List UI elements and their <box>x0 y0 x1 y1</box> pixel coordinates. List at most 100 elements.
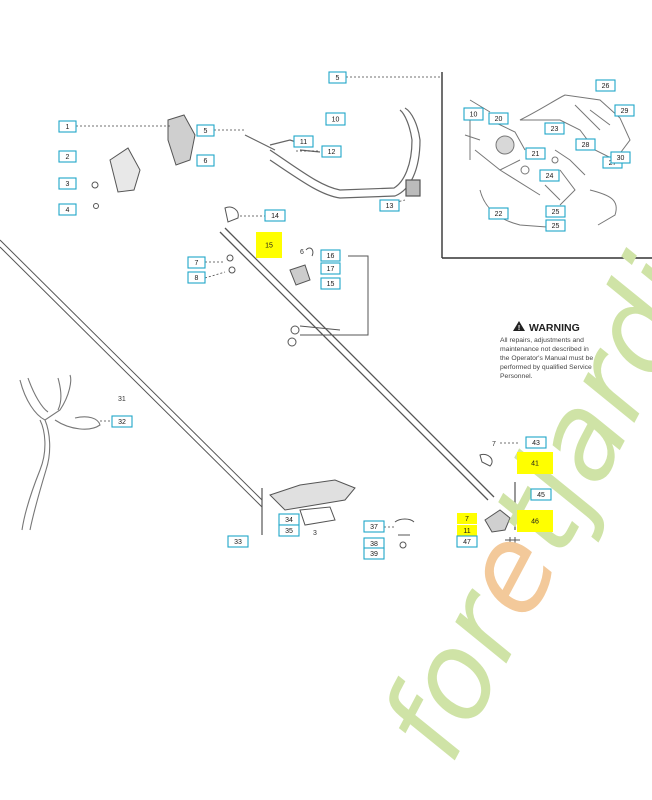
callout-box <box>256 232 282 258</box>
callout-label: 39 <box>370 551 378 558</box>
callout-label: 1 <box>66 124 70 131</box>
callout-box <box>58 177 77 190</box>
callout-box <box>530 488 552 501</box>
part-callout: 24 <box>539 169 560 182</box>
callout-box <box>196 124 215 137</box>
part-callout: 5 <box>328 71 347 84</box>
callout-label: 12 <box>328 149 336 156</box>
callout-label: 24 <box>546 173 554 180</box>
callout-box <box>457 513 477 524</box>
warning-line: the Operator's Manual must be <box>500 355 593 362</box>
drive-shaft <box>0 227 495 508</box>
callout-label: 7 <box>195 260 199 267</box>
callout-label: 22 <box>495 211 503 218</box>
warning-title: WARNING <box>529 322 580 334</box>
callout-label: 13 <box>386 203 394 210</box>
part-callout: 13 <box>379 199 400 212</box>
part-callout: 30 <box>610 151 631 164</box>
callout-label: 10 <box>470 112 478 119</box>
callout-label: 43 <box>532 440 540 447</box>
callout-label: 28 <box>582 142 590 149</box>
shield-assembly-sketch <box>261 453 520 549</box>
callout-label: 46 <box>531 519 539 526</box>
free-labels: 31 6 7 3 <box>118 249 496 537</box>
part-callout: 47 <box>456 535 478 548</box>
callout-label: 26 <box>602 83 610 90</box>
callout-box <box>539 169 560 182</box>
part-callout: 15 <box>320 277 341 290</box>
part-callout: 7 <box>457 513 477 524</box>
part-callout: 37 <box>363 520 385 533</box>
part-callout: 21 <box>525 147 546 160</box>
part-callout: 35 <box>278 524 300 537</box>
part-callout: 33 <box>227 535 249 548</box>
part-callout: 7 <box>187 256 206 269</box>
callout-box <box>595 79 616 92</box>
callout-label: 33 <box>234 539 242 546</box>
part-callout: 14 <box>264 209 286 222</box>
callout-label: 20 <box>495 116 503 123</box>
callout-box <box>456 535 478 548</box>
callout-box <box>525 436 547 449</box>
callout-box <box>58 120 77 133</box>
callout-box <box>517 510 553 532</box>
callout-label: 3 <box>66 181 70 188</box>
callout-box <box>614 104 635 117</box>
callout-box <box>545 205 566 218</box>
free-label: 7 <box>492 441 496 448</box>
callout-label: 32 <box>118 419 126 426</box>
part-callout: 26 <box>595 79 616 92</box>
callout-box <box>457 525 477 536</box>
part-callout: 11 <box>457 525 477 536</box>
callout-label: 11 <box>463 528 470 535</box>
callout-label: 38 <box>370 541 378 548</box>
callout-label: 16 <box>327 253 335 260</box>
callout-label: 37 <box>370 524 378 531</box>
warning-notice: ! WARNING All repairs, adjustments and m… <box>500 321 593 380</box>
callout-box <box>363 520 385 533</box>
clamp-parts-sketch <box>224 206 369 347</box>
free-label: 3 <box>313 530 317 537</box>
callout-label: 5 <box>336 75 340 82</box>
callout-box <box>321 145 342 158</box>
part-callout: 39 <box>363 547 385 560</box>
callout-box <box>320 277 341 290</box>
part-callout: 10 <box>325 112 346 126</box>
callout-box <box>187 256 206 269</box>
watermark-text: foretjardin <box>354 171 652 781</box>
inset-handle-sketch <box>464 94 631 229</box>
callout-label: 25 <box>552 209 560 216</box>
part-callout: 45 <box>530 488 552 501</box>
callout-label: 41 <box>531 461 539 468</box>
callout-box <box>575 138 596 151</box>
callout-label: 29 <box>621 108 629 115</box>
callout-label: 30 <box>617 155 625 162</box>
warning-triangle-icon <box>513 321 525 331</box>
warning-line: All repairs, adjustments and <box>500 337 584 344</box>
callout-box <box>610 151 631 164</box>
callout-label: 10 <box>332 117 340 124</box>
callout-box <box>58 203 77 216</box>
callout-box <box>517 452 553 474</box>
callout-box <box>379 199 400 212</box>
callout-box <box>328 71 347 84</box>
part-callout: 22 <box>488 207 509 220</box>
callout-box <box>58 150 77 163</box>
callout-box <box>545 219 566 232</box>
callout-box <box>488 112 509 125</box>
callout-box <box>320 262 341 275</box>
free-label: 31 <box>118 396 126 403</box>
callout-box <box>320 249 341 262</box>
callout-box <box>187 271 206 284</box>
callout-box <box>525 147 546 160</box>
inset-frame <box>441 72 652 259</box>
callout-label: 6 <box>204 158 208 165</box>
part-callout: 43 <box>525 436 547 449</box>
callout-label: 35 <box>285 528 293 535</box>
part-callout: 32 <box>111 415 133 428</box>
callout-box <box>463 107 484 121</box>
part-callout: 16 <box>320 249 341 262</box>
part-callout: 10 <box>463 107 484 121</box>
callout-label: 2 <box>66 154 70 161</box>
